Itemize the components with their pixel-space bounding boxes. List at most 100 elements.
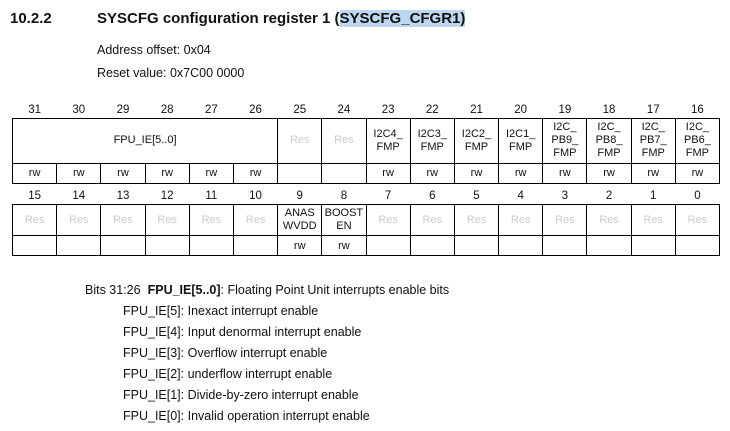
- reserved-cell: Res: [144, 204, 190, 236]
- bit-number: 29: [116, 103, 130, 116]
- page-title: SYSCFG configuration register 1 (SYSCFG_…: [97, 9, 466, 28]
- access-cell: [409, 235, 455, 256]
- access-cell: rw: [453, 162, 500, 184]
- bit-number: 30: [72, 103, 86, 116]
- bit-number: 7: [384, 190, 392, 202]
- bit-number: 31: [28, 103, 41, 116]
- bit-number: 17: [646, 103, 660, 116]
- field-name: FPU_IE[5..0]: [147, 283, 221, 297]
- reserved-cell: Res: [498, 204, 544, 236]
- bit-number: 13: [116, 190, 130, 202]
- bit-number: 15: [28, 190, 41, 202]
- access-cell: rw: [630, 162, 676, 184]
- field-subdescription-line: FPU_IE[0]: Invalid operation interrupt e…: [123, 409, 370, 423]
- field-cell: ANAS WVDD: [277, 204, 323, 236]
- access-cell: [144, 235, 190, 256]
- reserved-cell: Res: [100, 204, 146, 236]
- access-cell: [321, 162, 367, 184]
- reserved-cell: Res: [409, 204, 455, 236]
- access-cell: rw: [542, 162, 588, 184]
- bit-number: 11: [205, 190, 218, 202]
- access-cell: rw: [188, 162, 234, 184]
- access-cell: rw: [674, 162, 721, 184]
- access-cell: rw: [56, 162, 102, 184]
- field-cell: I2C_ PB9_ FMP: [542, 117, 588, 164]
- bit-number: 14: [72, 190, 86, 202]
- access-cell: [498, 235, 544, 256]
- bit-number: 16: [691, 103, 704, 116]
- reserved-cell: Res: [188, 204, 234, 236]
- access-cell: rw: [144, 162, 190, 184]
- reserved-cell: Res: [321, 117, 367, 164]
- field-description-main: Bits 31:26 FPU_IE[5..0]: Floating Point U…: [85, 280, 730, 301]
- field-cell: I2C_ PB6_ FMP: [674, 117, 721, 164]
- reserved-cell: Res: [277, 117, 323, 164]
- field-cell: I2C_ PB8_ FMP: [586, 117, 632, 164]
- field-subdescription-line: FPU_IE[2]: underflow interrupt enable: [123, 367, 333, 381]
- address-offset: Address offset: 0x04: [97, 43, 211, 57]
- field-cell: BOOST EN: [321, 204, 367, 236]
- section-number: 10.2.2: [10, 10, 52, 27]
- bit-number: 25: [293, 103, 307, 116]
- access-cell: [188, 235, 234, 256]
- bit-number: 24: [337, 103, 351, 116]
- field-cell: I2C_ PB7_ FMP: [630, 117, 676, 164]
- access-cell: rw: [586, 162, 632, 184]
- field-subdescription-line: FPU_IE[4]: Input denormal interrupt enab…: [123, 325, 362, 339]
- access-cell: rw: [11, 162, 58, 184]
- access-cell: rw: [409, 162, 455, 184]
- bit-number: 12: [160, 190, 174, 202]
- bit-number: 9: [296, 190, 303, 202]
- field-cell: FPU_IE[5..0]: [11, 117, 279, 164]
- field-subdescription-line: FPU_IE[5]: Inexact interrupt enable: [123, 304, 319, 318]
- bit-number: 22: [425, 103, 439, 116]
- reserved-cell: Res: [56, 204, 102, 236]
- bit-number: 4: [517, 190, 524, 202]
- access-cell: rw: [277, 235, 323, 256]
- reserved-cell: Res: [630, 204, 676, 236]
- field-cell: I2C2_ FMP: [453, 117, 500, 164]
- access-cell: [365, 235, 411, 256]
- register-name-highlight: SYSCFG_CFGR1): [339, 10, 466, 27]
- field-summary: : Floating Point Unit interrupts enable …: [220, 283, 450, 297]
- access-cell: [630, 235, 676, 256]
- access-cell: [100, 235, 146, 256]
- field-subdescription-line: FPU_IE[3]: Overflow interrupt enable: [123, 346, 328, 360]
- access-cell: rw: [498, 162, 544, 184]
- reserved-cell: Res: [453, 204, 500, 236]
- access-cell: [542, 235, 588, 256]
- access-cell: [56, 235, 102, 256]
- field-subdescription-line: FPU_IE[1]: Divide-by-zero interrupt enab…: [123, 388, 359, 402]
- access-cell: [277, 162, 323, 184]
- bit-number: 1: [650, 190, 657, 202]
- bit-number: 21: [470, 103, 483, 116]
- bit-number: 20: [514, 103, 528, 116]
- reserved-cell: Res: [365, 204, 411, 236]
- bit-number: 3: [561, 190, 569, 202]
- access-cell: rw: [100, 162, 146, 184]
- field-cell: I2C4_ FMP: [365, 117, 411, 164]
- bit-number: 23: [381, 103, 395, 116]
- bits-range-label: Bits 31:26: [85, 283, 141, 297]
- bit-number: 28: [160, 103, 174, 116]
- reserved-cell: Res: [586, 204, 632, 236]
- access-cell: rw: [321, 235, 367, 256]
- reserved-cell: Res: [232, 204, 279, 236]
- section-heading: 10.2.2 SYSCFG configuration register 1 (…: [0, 0, 730, 28]
- access-cell: rw: [232, 162, 279, 184]
- access-cell: [11, 235, 58, 256]
- bit-number: 0: [694, 190, 701, 202]
- access-cell: [232, 235, 279, 256]
- reserved-cell: Res: [11, 204, 58, 236]
- page-title-text: SYSCFG configuration register 1 (: [97, 10, 340, 27]
- field-description: Bits 31:26 FPU_IE[5..0]: Floating Point U…: [85, 280, 730, 427]
- reserved-cell: Res: [542, 204, 588, 236]
- bit-number: 27: [204, 103, 218, 116]
- bit-number: 18: [602, 103, 616, 116]
- reserved-cell: Res: [674, 204, 721, 236]
